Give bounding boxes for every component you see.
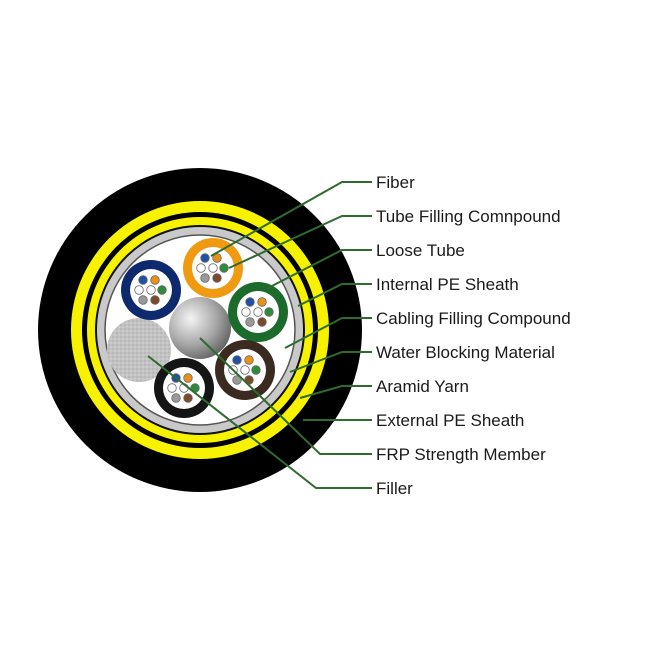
leader-line — [267, 249, 372, 289]
fiber — [196, 263, 206, 273]
label-filler: Filler — [376, 479, 413, 498]
fiber — [232, 355, 242, 365]
label-cabling-filling-compound: Cabling Filling Compound — [376, 309, 571, 328]
fiber — [157, 285, 167, 295]
fiber — [150, 295, 160, 305]
fiber — [200, 253, 210, 263]
cable-body — [38, 168, 362, 492]
fiber — [253, 307, 263, 317]
fiber — [171, 393, 181, 403]
fiber — [251, 365, 261, 375]
fiber — [257, 317, 267, 327]
fiber — [167, 383, 177, 393]
fiber — [245, 297, 255, 307]
fiber — [212, 273, 222, 283]
label-internal-pe-sheath: Internal PE Sheath — [376, 275, 519, 294]
leader-line — [299, 385, 372, 399]
filler — [107, 318, 171, 382]
leader-line — [284, 317, 372, 349]
label-frp-strength-member: FRP Strength Member — [376, 445, 546, 464]
label-water-blocking-material: Water Blocking Material — [376, 343, 555, 362]
label-loose-tube: Loose Tube — [376, 241, 465, 260]
fiber — [183, 373, 193, 383]
fiber — [241, 307, 251, 317]
leader-line — [199, 337, 372, 455]
leader-line — [147, 355, 372, 489]
fiber — [245, 317, 255, 327]
fiber — [138, 275, 148, 285]
fiber — [232, 375, 242, 385]
label-tube-filling-compound: Tube Filling Comnpound — [376, 207, 561, 226]
fiber — [244, 355, 254, 365]
fiber — [200, 273, 210, 283]
fiber — [264, 307, 274, 317]
label-aramid-yarn: Aramid Yarn — [376, 377, 469, 396]
leader-line — [228, 215, 372, 269]
label-fiber: Fiber — [376, 173, 415, 192]
leader-line — [297, 283, 372, 307]
frp-strength-member — [169, 297, 231, 359]
label-external-pe-sheath: External PE Sheath — [376, 411, 525, 430]
fiber — [240, 365, 250, 375]
fiber — [257, 297, 267, 307]
leader-line — [289, 351, 372, 373]
fiber — [219, 263, 229, 273]
leader-lines — [147, 181, 372, 489]
fiber — [183, 393, 193, 403]
fiber — [150, 275, 160, 285]
leader-line — [210, 181, 372, 257]
fiber — [208, 263, 218, 273]
fiber — [146, 285, 156, 295]
fiber — [134, 285, 144, 295]
fiber — [138, 295, 148, 305]
